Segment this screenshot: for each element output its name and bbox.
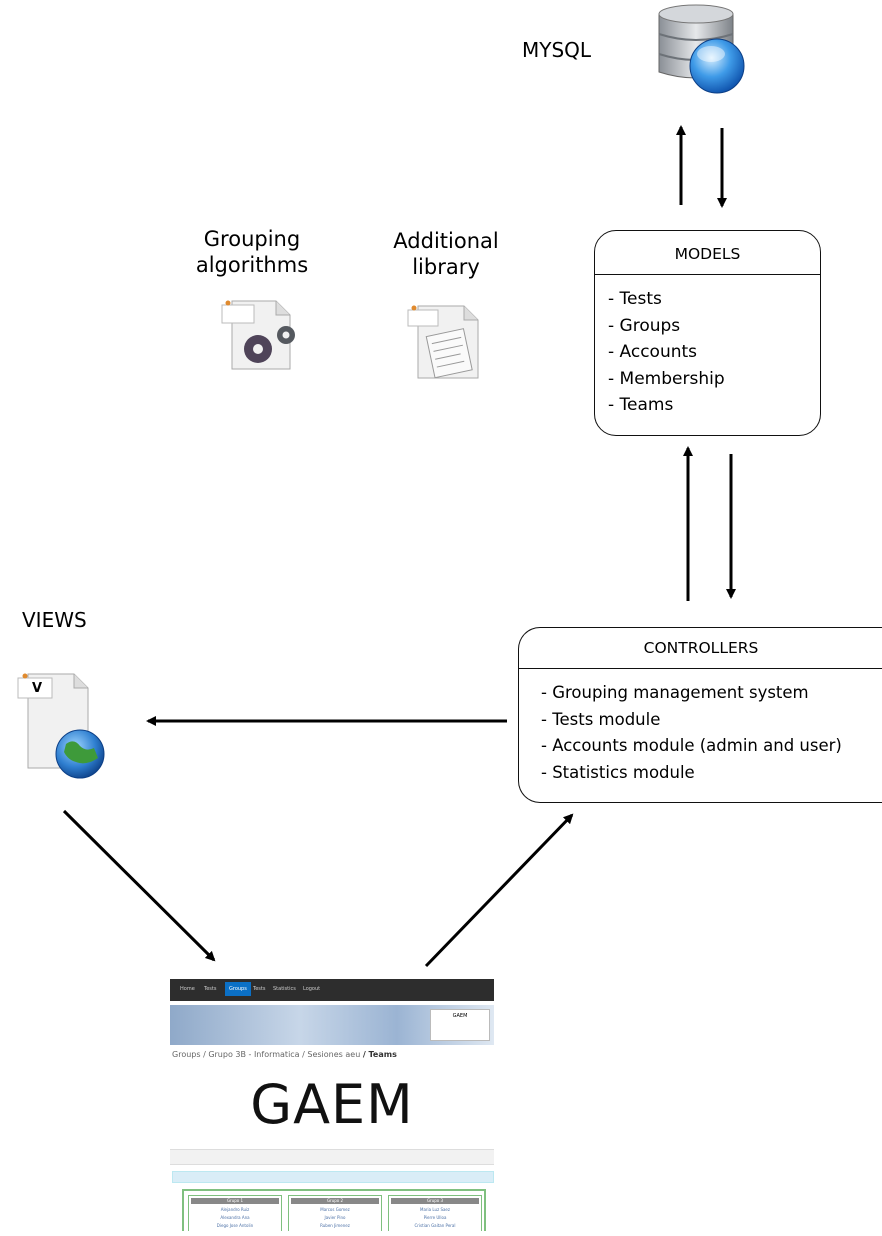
- screenshot-navbar: Home Tests Groups Tests Statistics Logou…: [170, 979, 494, 1001]
- controllers-divider: [519, 668, 882, 669]
- models-list: - Tests - Groups - Accounts - Membership…: [608, 286, 725, 419]
- controllers-list: - Grouping management system - Tests mod…: [541, 680, 842, 786]
- list-item: - Grouping management system: [541, 683, 809, 702]
- group-panel: Grupo 3 Maria Luz Saez Pierre Ulloa Cris…: [388, 1195, 482, 1231]
- views-label: VIEWS: [22, 608, 87, 632]
- group-panel: Grupo 1 Alejandro Ruiz Alexandra Ana Die…: [188, 1195, 282, 1231]
- controllers-title: CONTROLLERS: [643, 639, 759, 657]
- nav-item: Tests: [204, 986, 217, 992]
- gears-document-icon: [218, 293, 304, 373]
- list-item: - Teams: [608, 395, 674, 415]
- arrow-screenshot-to-controllers: [424, 813, 574, 968]
- list-item: - Statistics module: [541, 762, 695, 782]
- list-item: - Accounts module (admin and user): [541, 736, 842, 755]
- web-document-icon: V: [14, 668, 106, 780]
- text-document-icon: [402, 298, 488, 384]
- app-screenshot: Home Tests Groups Tests Statistics Logou…: [170, 979, 494, 1231]
- additional-library-label: Additional library: [393, 229, 499, 280]
- screenshot-toolbar: [170, 1149, 494, 1165]
- list-item: - Membership: [608, 368, 725, 389]
- screenshot-panels: Grupo 1 Alejandro Ruiz Alexandra Ana Die…: [182, 1189, 486, 1231]
- screenshot-logo: GAEM: [430, 1009, 490, 1041]
- nav-item: Logout: [303, 986, 321, 992]
- grouping-algorithms-label: Grouping algorithms: [195, 227, 309, 278]
- nav-item: Tests: [253, 986, 266, 992]
- views-icon-letter: V: [32, 681, 43, 696]
- models-title: MODELS: [674, 245, 741, 263]
- models-box: MODELS - Tests - Groups - Accounts - Mem…: [594, 230, 821, 436]
- mysql-label: MYSQL: [522, 38, 592, 62]
- gaem-overlay-title: GAEM: [250, 1073, 414, 1136]
- list-item: - Tests: [608, 289, 662, 309]
- group-panel: Grupo 2 Marcos Gomez Javier Pino Ruben J…: [288, 1195, 382, 1231]
- nav-item: Statistics: [273, 986, 296, 992]
- screenshot-alert: [172, 1171, 494, 1183]
- nav-item: Home: [180, 986, 195, 992]
- arrow-views-to-screenshot: [62, 809, 216, 962]
- screenshot-breadcrumb: Groups / Grupo 3B - Informatica / Sesion…: [172, 1050, 397, 1059]
- controllers-box: CONTROLLERS - Grouping management system…: [518, 627, 882, 803]
- list-item: - Accounts: [608, 342, 698, 362]
- list-item: - Groups: [608, 315, 681, 336]
- nav-item-active: Groups: [225, 982, 251, 996]
- database-icon: [651, 2, 747, 98]
- models-divider: [595, 274, 820, 275]
- list-item: - Tests module: [541, 709, 661, 729]
